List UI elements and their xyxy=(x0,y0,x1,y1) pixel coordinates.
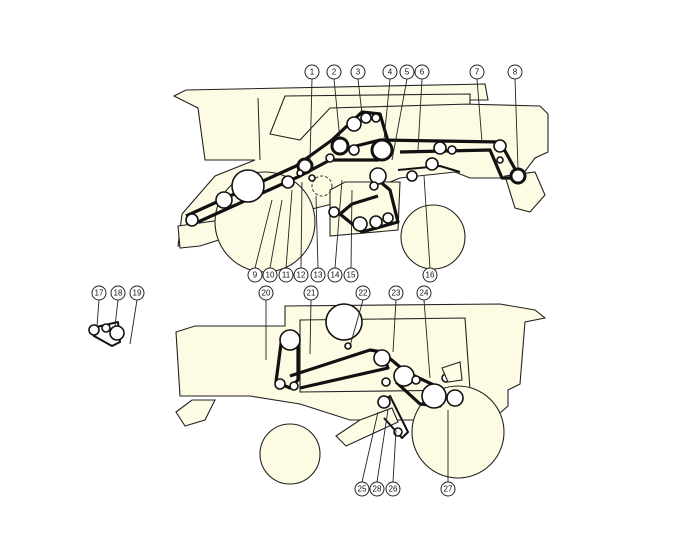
svg-text:1: 1 xyxy=(310,68,315,77)
svg-text:10: 10 xyxy=(266,271,275,280)
svg-text:24: 24 xyxy=(420,289,429,298)
svg-text:6: 6 xyxy=(420,68,425,77)
svg-text:19: 19 xyxy=(133,289,142,298)
svg-text:17: 17 xyxy=(95,289,104,298)
bottom-pulleys xyxy=(274,303,464,437)
callout-3: 3 xyxy=(350,64,366,80)
svg-text:25: 25 xyxy=(358,485,367,494)
svg-text:9: 9 xyxy=(253,271,258,280)
svg-text:18: 18 xyxy=(114,289,123,298)
svg-text:2: 2 xyxy=(332,68,337,77)
callout-7: 7 xyxy=(469,64,485,80)
callout-21: 21 xyxy=(303,285,319,301)
svg-text:5: 5 xyxy=(405,68,410,77)
svg-text:4: 4 xyxy=(388,68,393,77)
callout-26: 26 xyxy=(385,481,401,497)
callout-11: 11 xyxy=(278,267,294,283)
svg-text:27: 27 xyxy=(444,485,453,494)
callout-27: 27 xyxy=(440,481,456,497)
svg-text:20: 20 xyxy=(262,289,271,298)
callout-17: 17 xyxy=(91,285,107,301)
svg-text:3: 3 xyxy=(356,68,361,77)
callout-1: 1 xyxy=(304,64,320,80)
callout-25: 25 xyxy=(354,481,370,497)
callout-23: 23 xyxy=(388,285,404,301)
svg-text:15: 15 xyxy=(347,271,356,280)
callout-2: 2 xyxy=(326,64,342,80)
svg-text:7: 7 xyxy=(475,68,480,77)
callout-8: 8 xyxy=(507,64,523,80)
svg-text:22: 22 xyxy=(359,289,368,298)
svg-text:8: 8 xyxy=(513,68,518,77)
callout-13: 13 xyxy=(310,267,326,283)
top-pulleys xyxy=(185,112,527,232)
callout-12: 12 xyxy=(293,267,309,283)
svg-text:21: 21 xyxy=(307,289,316,298)
callout-16: 16 xyxy=(422,267,438,283)
callout-15: 15 xyxy=(343,267,359,283)
callout-4: 4 xyxy=(382,64,398,80)
svg-text:14: 14 xyxy=(331,271,340,280)
leader-lines xyxy=(96,78,519,483)
svg-text:16: 16 xyxy=(426,271,435,280)
callout-18: 18 xyxy=(110,285,126,301)
callout-10: 10 xyxy=(262,267,278,283)
svg-text:12: 12 xyxy=(297,271,306,280)
svg-text:23: 23 xyxy=(392,289,401,298)
svg-text:26: 26 xyxy=(389,485,398,494)
svg-text:13: 13 xyxy=(314,271,323,280)
callout-9: 9 xyxy=(247,267,263,283)
svg-text:28: 28 xyxy=(373,485,382,494)
svg-text:11: 11 xyxy=(282,271,291,280)
callout-6: 6 xyxy=(414,64,430,80)
callout-24: 24 xyxy=(416,285,432,301)
small-detail-assembly xyxy=(88,321,125,347)
callout-19: 19 xyxy=(129,285,145,301)
callout-28: 28 xyxy=(369,481,385,497)
callout-22: 22 xyxy=(355,285,371,301)
callout-20: 20 xyxy=(258,285,274,301)
callout-14: 14 xyxy=(327,267,343,283)
callout-5: 5 xyxy=(399,64,415,80)
